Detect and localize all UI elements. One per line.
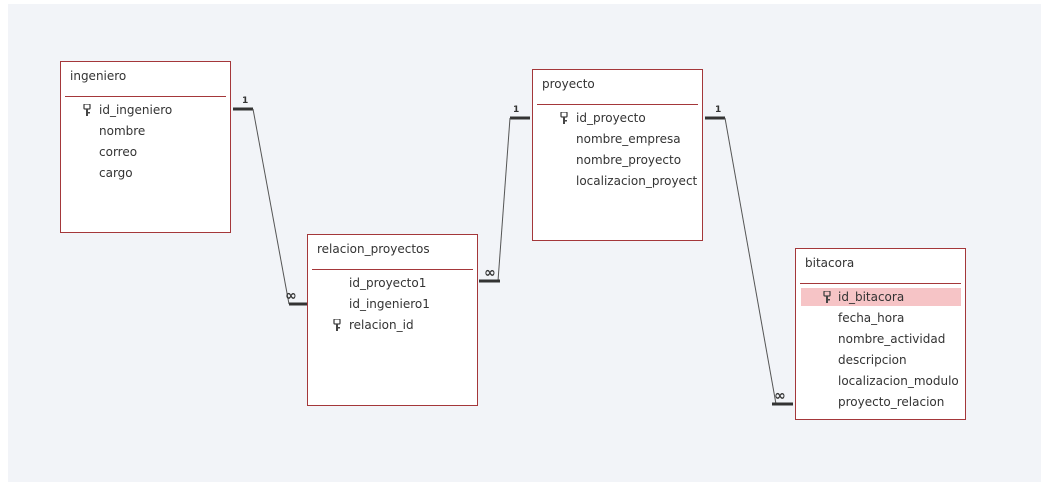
field-row[interactable]: id_proyecto1 [349, 274, 474, 292]
title-divider [537, 104, 698, 105]
table-proyecto[interactable]: proyecto id_proyecto nombre_empresa nomb… [532, 69, 703, 241]
table-relacion-proyectos[interactable]: relacion_proyectos id_proyecto1 id_ingen… [307, 234, 478, 406]
field-row[interactable]: nombre_actividad [838, 330, 966, 348]
field-name: correo [99, 145, 138, 159]
table-title[interactable]: relacion_proyectos [317, 242, 430, 256]
field-row[interactable]: relacion_id [331, 316, 474, 334]
field-name: cargo [99, 166, 133, 180]
key-icon [83, 104, 91, 116]
field-row[interactable]: cargo [99, 164, 226, 182]
relationship-lines: 1 ∞ 1 ∞ 1 ∞ [233, 96, 793, 406]
relationships-canvas[interactable]: 1 ∞ 1 ∞ 1 ∞ ingeniero id_ingeniero nombr [8, 4, 1041, 482]
field-name: id_proyecto [576, 111, 646, 125]
field-name: relacion_id [349, 318, 414, 332]
field-row[interactable]: nombre_empresa [576, 130, 702, 148]
field-name: nombre_empresa [576, 132, 681, 146]
title-divider [65, 96, 226, 97]
field-name: nombre [99, 124, 146, 138]
field-row[interactable]: nombre_proyecto [576, 151, 702, 169]
key-icon [333, 319, 341, 331]
cardinality-one: 1 [242, 96, 248, 106]
field-row[interactable]: proyecto_relacion [838, 393, 966, 411]
key-icon [560, 112, 568, 124]
title-divider [312, 269, 473, 270]
field-row[interactable]: localizacion_proyect [576, 172, 702, 190]
field-row[interactable]: id_ingeniero1 [349, 295, 474, 313]
cardinality-one: 1 [715, 105, 721, 115]
field-name: fecha_hora [838, 311, 905, 325]
relationship-proyecto-bitacora[interactable]: 1 ∞ [705, 105, 793, 406]
field-name: localizacion_proyect [576, 174, 698, 188]
key-icon [823, 291, 831, 303]
title-divider [800, 283, 961, 284]
field-row[interactable]: localizacion_modulo [838, 372, 966, 390]
field-row[interactable]: correo [99, 143, 226, 161]
cardinality-many: ∞ [285, 288, 297, 304]
field-name: nombre_proyecto [576, 153, 682, 167]
field-name: proyecto_relacion [838, 395, 945, 409]
relationship-proyecto-relacion[interactable]: 1 ∞ [479, 105, 530, 283]
relationship-ingeniero-relacion[interactable]: 1 ∞ [233, 96, 307, 306]
table-title[interactable]: bitacora [805, 256, 855, 270]
field-row[interactable]: id_proyecto [558, 109, 699, 127]
field-row[interactable]: descripcion [838, 351, 966, 369]
field-name: id_ingeniero [99, 103, 173, 117]
field-row[interactable]: nombre [99, 122, 226, 140]
table-ingeniero[interactable]: ingeniero id_ingeniero nombre correo car… [60, 61, 231, 233]
field-name: id_ingeniero1 [349, 297, 430, 311]
field-row-selected[interactable]: id_bitacora [801, 288, 961, 306]
cardinality-many: ∞ [484, 265, 496, 281]
table-title[interactable]: proyecto [542, 77, 595, 91]
table-title[interactable]: ingeniero [70, 69, 127, 83]
field-row[interactable]: fecha_hora [838, 309, 966, 327]
field-name: descripcion [838, 353, 907, 367]
field-name: id_bitacora [838, 290, 905, 304]
cardinality-many: ∞ [774, 388, 786, 404]
table-bitacora[interactable]: bitacora id_bitacora fecha_hora nombre_a… [795, 248, 966, 420]
field-name: localizacion_modulo [838, 374, 959, 388]
field-name: nombre_actividad [838, 332, 946, 346]
cardinality-one: 1 [513, 105, 519, 115]
field-name: id_proyecto1 [349, 276, 427, 290]
field-row[interactable]: id_ingeniero [81, 101, 226, 119]
